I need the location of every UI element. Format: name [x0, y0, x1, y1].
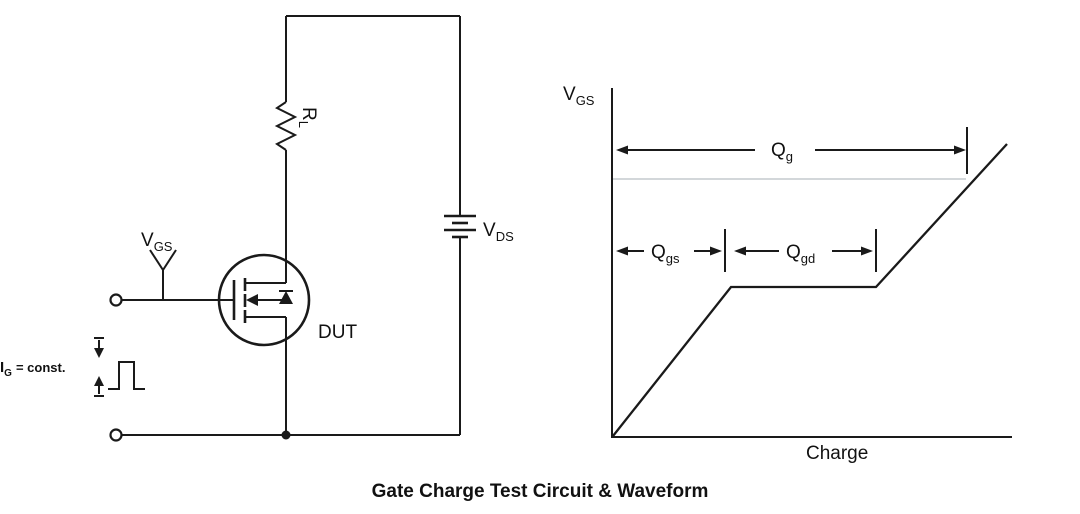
junction-dot — [281, 430, 291, 440]
resistor-symbol — [274, 101, 298, 151]
waveform-axes — [611, 88, 1012, 438]
vgs-axis-label: VGS — [563, 84, 595, 108]
dut-label: DUT — [318, 322, 357, 343]
test-circuit-schematic: RL DUT — [0, 15, 514, 442]
gate-charge-waveform: VGS Charge Qg Qgs — [563, 84, 1012, 464]
mosfet-body-arrow — [246, 294, 258, 306]
figure-title: Gate Charge Test Circuit & Waveform — [372, 481, 709, 502]
qgd-left-arrow-icon — [734, 246, 746, 256]
qg-annotation: Qg — [616, 127, 968, 174]
return-terminal — [109, 428, 123, 442]
qgd-right-arrow-icon — [861, 246, 873, 256]
gate-input-terminal — [109, 293, 123, 307]
gate-charge-curve — [612, 143, 1008, 437]
qgs-left-arrow-icon — [616, 246, 628, 256]
vds-label: VDS — [483, 220, 514, 244]
rl-label: RL — [296, 107, 319, 128]
pulse-amplitude-arrows — [94, 337, 104, 397]
pulse-up-arrow-icon — [94, 376, 104, 386]
vgs-probe-symbol — [149, 249, 177, 300]
qg-left-arrow-icon — [616, 145, 628, 155]
battery-symbol — [444, 214, 476, 239]
qg-right-arrow-icon — [954, 145, 966, 155]
qgs-label: Qgs — [651, 242, 680, 266]
qg-label: Qg — [771, 140, 793, 164]
vgs-label: VGS — [141, 230, 173, 254]
qgd-label: Qgd — [786, 242, 815, 266]
charge-axis-label: Charge — [806, 443, 868, 464]
body-diode-symbol — [279, 290, 293, 304]
current-pulse-symbol — [108, 361, 145, 390]
pulse-down-arrow-icon — [94, 348, 104, 358]
qgd-annotation: Qgd — [734, 229, 877, 272]
ig-label: IG= const. — [0, 359, 65, 379]
qgs-right-arrow-icon — [710, 246, 722, 256]
qgs-annotation: Qgs — [616, 229, 726, 272]
